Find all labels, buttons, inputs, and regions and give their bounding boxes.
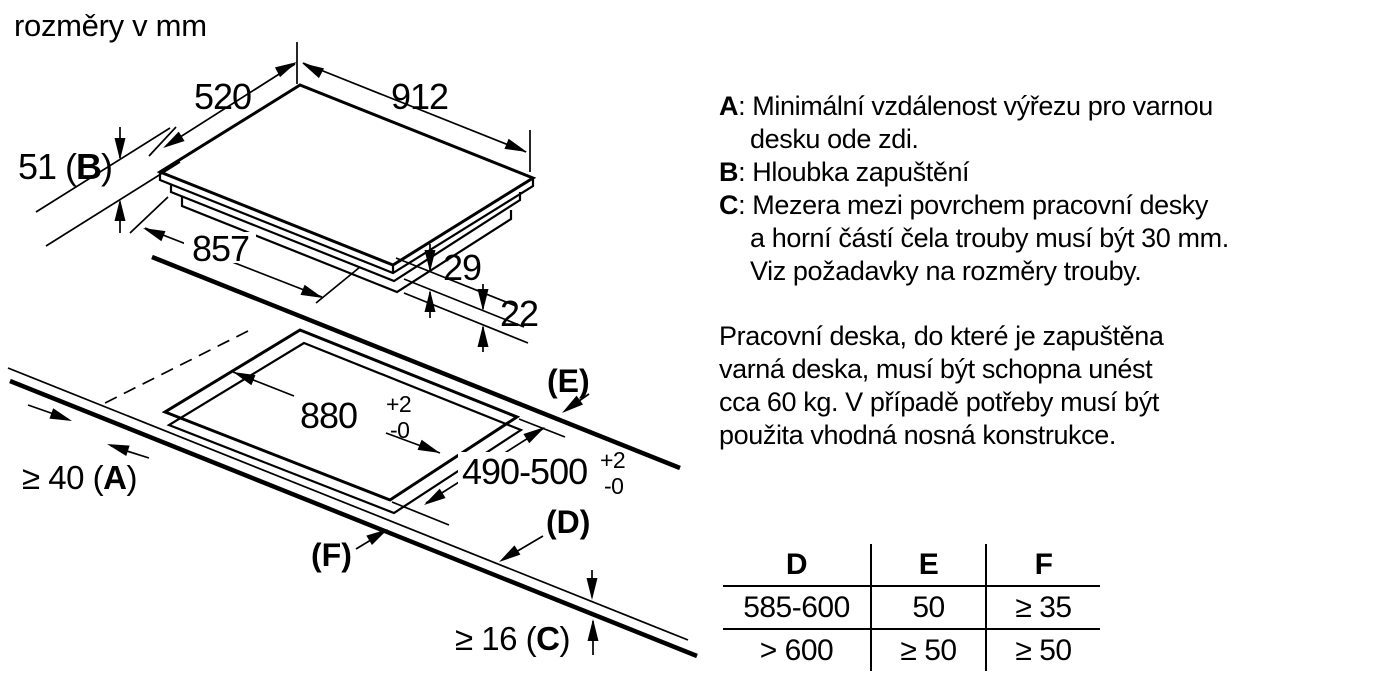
table-header-f: F [985,544,1100,587]
dim-29: 29 [395,244,525,328]
countertop-front-top-edge [7,367,689,641]
dim-wall-distance: ≥ 40 (A) [22,404,150,496]
dim-cutout-width: 490-500 +2 -0 [391,418,626,526]
dim-29-value: 29 [443,247,481,288]
dim-520: 520 [148,42,300,157]
dim-22-value: 22 [500,293,538,334]
legend-line: A: Minimální vzdálenost výřezu pro varno… [719,91,1213,121]
dim-recess-depth: 51 (B) [18,127,181,247]
note-line: použita vhodná nosná konstrukce. [719,420,1116,450]
cutout-outer-edge [161,328,521,502]
table-cell: ≥ 50 [985,630,1100,671]
label-f: (F) [311,524,391,573]
note-line: cca 60 kg. V případě potřeby musí být [719,387,1159,417]
label-d-text: (D) [546,504,590,540]
legend-block: A: Minimální vzdálenost výřezu pro varno… [719,90,1229,288]
table-cell: 585-600 [723,587,870,630]
label-e-text: (E) [547,363,590,399]
table-cell: ≥ 35 [985,587,1100,630]
dim-857-value: 857 [192,228,249,269]
table-header-e: E [870,544,985,587]
label-e: (E) [547,363,590,418]
dim-520-value: 520 [194,76,251,117]
dim-880-value: 880 [300,395,357,436]
cooktop-base-step2 [180,196,513,294]
worktop-cutout [161,328,524,515]
table-cell: 50 [870,587,985,630]
note-line: Pracovní deska, do které je zapuštěna [719,321,1164,351]
page-title: rozměry v mm [14,8,207,43]
countertop-front-bottom-edge [9,378,698,659]
worktop-note: Pracovní deska, do které je zapuštěna va… [719,320,1164,452]
countertop [7,254,698,659]
dim-worktop-thickness: ≥ 16 (C) [455,570,599,657]
note-line: varná deska, musí být schopna unést [719,354,1153,384]
cooktop-panel-thickness [158,172,535,275]
table-cell: ≥ 50 [870,630,985,671]
dim-wall-label: ≥ 40 (A) [22,459,137,496]
dim-880-tol-minus: -0 [390,417,409,443]
label-d: (D) [496,504,590,567]
dim-recess-label: 51 (B) [18,146,112,187]
dim-912: 912 [299,58,531,172]
legend-line: B: Hloubka zapuštění [719,157,970,187]
label-f-text: (F) [311,537,352,573]
dim-thickness-label: ≥ 16 (C) [455,620,570,657]
cutout-extension-dashed-line [102,330,249,405]
legend-line: C: Mezera mezi povrchem pracovní desky [719,190,1208,220]
installation-diagram: 520 912 51 (B) 857 29 [7,42,698,659]
legend-line: Viz požadavky na rozměry trouby. [750,256,1142,286]
cooktop-base-step1 [169,184,522,283]
cooktop [156,83,537,294]
dim-490-500-value: 490-500 [462,451,587,492]
dim-857: 857 [129,196,361,304]
dim-880-tol-plus: +2 [386,391,411,417]
dim-490-500-tol-minus: -0 [604,473,623,499]
dim-490-500-tol-plus: +2 [600,447,625,473]
dim-912-value: 912 [391,76,448,117]
table-header-d: D [723,544,870,587]
dim-cutout-length: 880 +2 -0 [230,366,443,459]
legend-line: desku ode zdi. [750,124,919,154]
dim-22: 22 [403,284,539,352]
dimension-table: D E F 585-600 50 ≥ 35 > 600 ≥ 50 ≥ 50 [723,544,1100,671]
legend-line: a horní částí čela trouby musí být 30 mm… [750,223,1229,253]
countertop-back-edge [151,254,681,471]
cutout-inner-edge [166,341,524,515]
table-cell: > 600 [759,633,834,667]
